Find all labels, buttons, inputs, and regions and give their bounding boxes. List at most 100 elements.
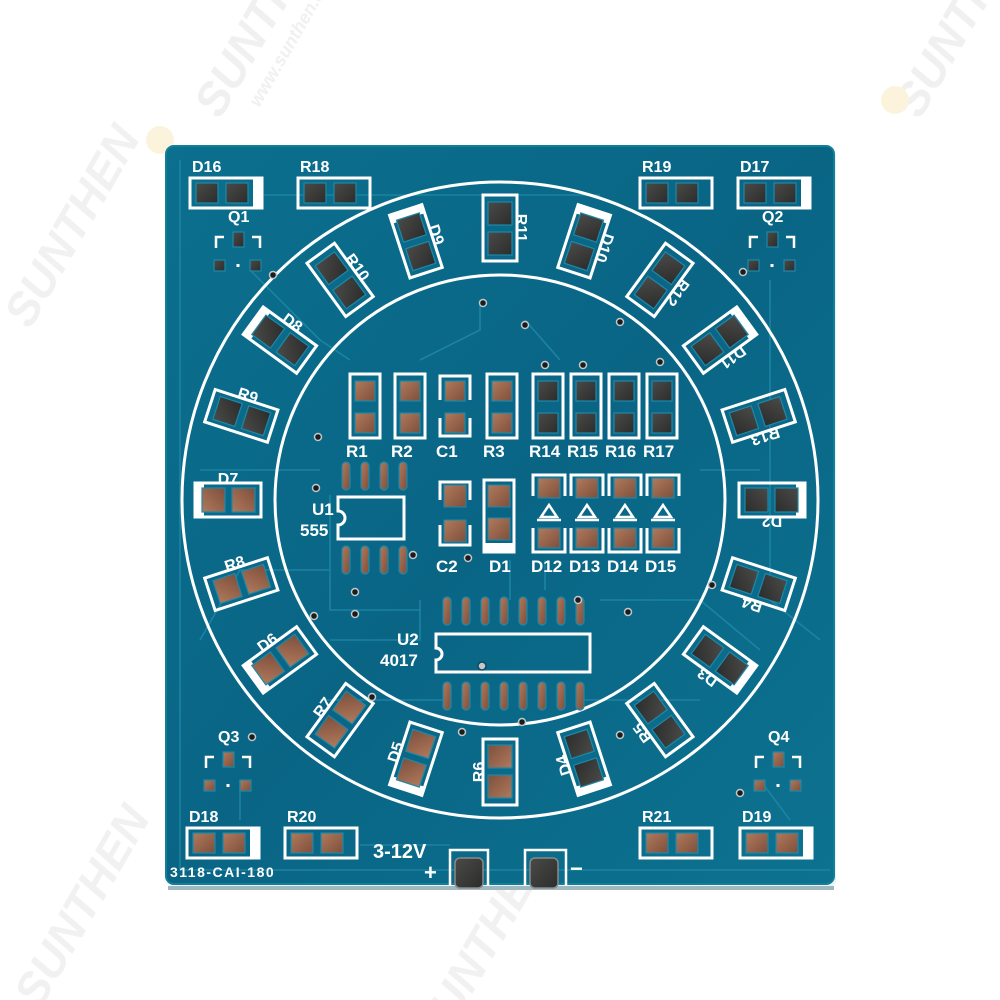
component-label: Q1 [228, 209, 249, 226]
solder-pad [645, 182, 669, 204]
solder-pad [192, 832, 216, 854]
solder-pad [275, 633, 310, 669]
solder-pad [444, 380, 466, 402]
ring-component-d6: D6 [241, 624, 319, 696]
solder-pad [537, 527, 561, 549]
power-minus-label: − [570, 856, 583, 881]
ring-component-r4: R4 [720, 555, 798, 615]
solder-pad [290, 832, 314, 854]
center-diode-d15: D15 [645, 473, 681, 576]
solder-pad [651, 380, 673, 402]
solder-pad [195, 182, 219, 204]
ring-label: D4 [553, 753, 576, 778]
solder-pad [231, 487, 256, 513]
ic-pin [480, 596, 490, 626]
power-plus-label: + [424, 860, 437, 885]
ring-label: D5 [385, 740, 408, 765]
transistor-q1: Q1 [213, 209, 262, 272]
center-component-r15: R15 [567, 372, 603, 461]
diode-symbol-icon [613, 502, 637, 522]
corner-component-d19: D19 [738, 809, 814, 860]
solder-pad [203, 779, 216, 792]
ic-pin [480, 681, 490, 711]
solder-pad [333, 182, 357, 204]
solder-pad [572, 757, 605, 788]
ring-component-d7: D7 [193, 471, 263, 519]
ic-pin [341, 545, 351, 575]
center-component-r14: R14 [529, 372, 565, 461]
solder-pad [675, 832, 699, 854]
ic-u1-555: U1 555 [300, 461, 408, 575]
corner-component-d16: D16 [188, 159, 264, 210]
solder-pad [444, 412, 466, 434]
transistor-q2: Q2 [747, 209, 796, 272]
solder-pad [487, 201, 513, 226]
solder-pad [575, 477, 599, 499]
ic-pin [461, 596, 471, 626]
solder-pad [563, 240, 596, 272]
diode-symbol-icon [575, 502, 599, 522]
diode-symbol-icon [537, 502, 561, 522]
ic-pin [398, 461, 408, 491]
watermark-brand-bottom-left: SUNTHEN [4, 796, 161, 1000]
solder-pad [757, 395, 788, 428]
solder-pad [249, 259, 262, 272]
center-component-r3: R3 [483, 372, 519, 461]
component-label: R20 [287, 809, 316, 826]
ring-component-r6: R6 [471, 737, 519, 807]
label-u2-ref: U2 [397, 630, 419, 649]
corner-component-r21: R21 [638, 809, 714, 860]
component-c2: C2 [436, 480, 472, 576]
component-label: D12 [531, 557, 562, 576]
label-u2-part: 4017 [380, 651, 418, 670]
ic-pin [556, 681, 566, 711]
solder-pad [757, 572, 788, 605]
ic-pin [360, 461, 370, 491]
solder-pad [222, 832, 246, 854]
solder-pad [250, 314, 286, 349]
solder-pad [645, 832, 669, 854]
component-label: Q2 [762, 209, 783, 226]
center-component-r16: R16 [605, 372, 641, 461]
corner-component-r18: R18 [296, 159, 372, 210]
component-label: D19 [742, 809, 771, 826]
solder-pad [575, 412, 597, 434]
solder-pad [314, 250, 349, 286]
transistor-q3: Q3 [203, 729, 252, 792]
solder-pad [213, 259, 226, 272]
solder-pad [728, 563, 760, 596]
solder-pad [714, 314, 750, 349]
component-label: D17 [740, 159, 769, 176]
power-input: 3-12V + − [373, 841, 583, 889]
ring-label: D2 [762, 512, 783, 529]
solder-pad [404, 728, 437, 760]
component-label: R15 [567, 442, 598, 461]
solder-pad [404, 240, 437, 272]
vias [247, 267, 748, 798]
solder-pad [783, 259, 796, 272]
watermark-sun-icon [146, 126, 174, 154]
solder-pad [354, 380, 376, 402]
ic-u2-4017: U2 4017 [380, 596, 592, 711]
solder-pad [537, 380, 559, 402]
transistor-q4: Q4 [753, 729, 802, 792]
solder-pad [239, 779, 252, 792]
solder-pad [772, 751, 785, 768]
solder-pad [789, 779, 802, 792]
ring-component-d5: D5 [385, 720, 445, 798]
solder-pad [743, 182, 767, 204]
solder-pad [575, 527, 599, 549]
led-ring-components: R11D10R12D11R13D2R4D3R5D4R6D5R7D6R8D7R9D… [193, 193, 807, 807]
component-label: R3 [483, 442, 505, 461]
ring-component-r11: R11 [481, 193, 529, 263]
center-diode-d12: D12 [531, 473, 567, 576]
component-label: D16 [192, 159, 221, 176]
ring-component-d2: D2 [737, 481, 807, 529]
solder-pad [690, 331, 725, 367]
component-label: R18 [300, 159, 329, 176]
solder-pad [690, 633, 725, 669]
